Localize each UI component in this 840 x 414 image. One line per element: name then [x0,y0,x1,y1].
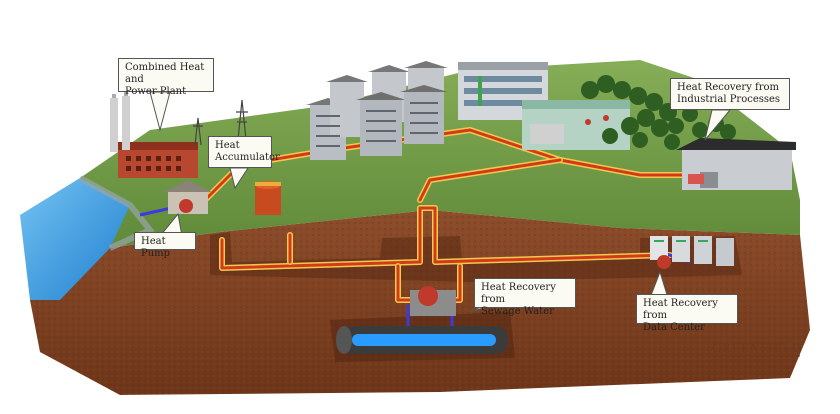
label-heat-pump: Heat Pump [134,232,196,250]
label-data-center-heat-recovery: Heat Recovery from Data Center [636,294,738,324]
label-sewage-heat-recovery: Heat Recovery from Sewage Water [474,278,576,308]
label-heat-accumulator: Heat Accumulator [208,136,272,168]
brand-underline [712,355,800,357]
industrial-building [676,138,796,190]
sewage-pipe [336,326,508,354]
heat-accumulator-tank [255,181,281,215]
sewage-heat-pump [410,286,456,316]
label-chp-plant: Combined Heat and Power Plant [118,58,214,92]
label-industrial-heat-recovery: Heat Recovery from Industrial Processes [670,78,790,110]
brand-logo: GREENFIELD [712,340,802,356]
